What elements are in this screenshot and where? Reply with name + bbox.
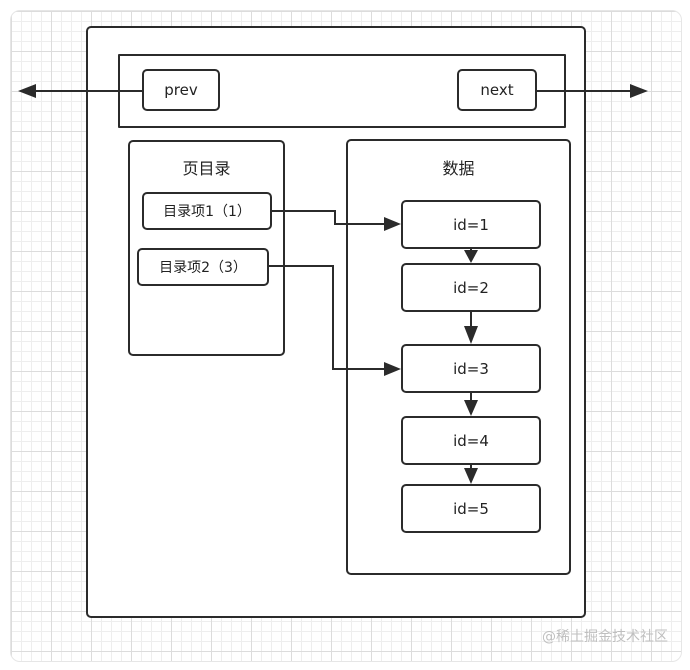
directory-item-1: 目录项1（1） — [142, 192, 272, 230]
record-node-2: id=2 — [401, 263, 541, 312]
data-panel-title: 数据 — [442, 159, 475, 178]
record-node-5: id=5 — [401, 484, 541, 533]
next-pointer-node: next — [457, 69, 537, 111]
page-directory-title: 页目录 — [182, 159, 231, 178]
prev-pointer-node: prev — [142, 69, 220, 111]
record-node-3: id=3 — [401, 344, 541, 393]
watermark-text: @稀土掘金技术社区 — [542, 629, 668, 645]
directory-item-2: 目录项2（3） — [137, 248, 269, 286]
record-node-4: id=4 — [401, 416, 541, 465]
record-node-1: id=1 — [401, 200, 541, 249]
